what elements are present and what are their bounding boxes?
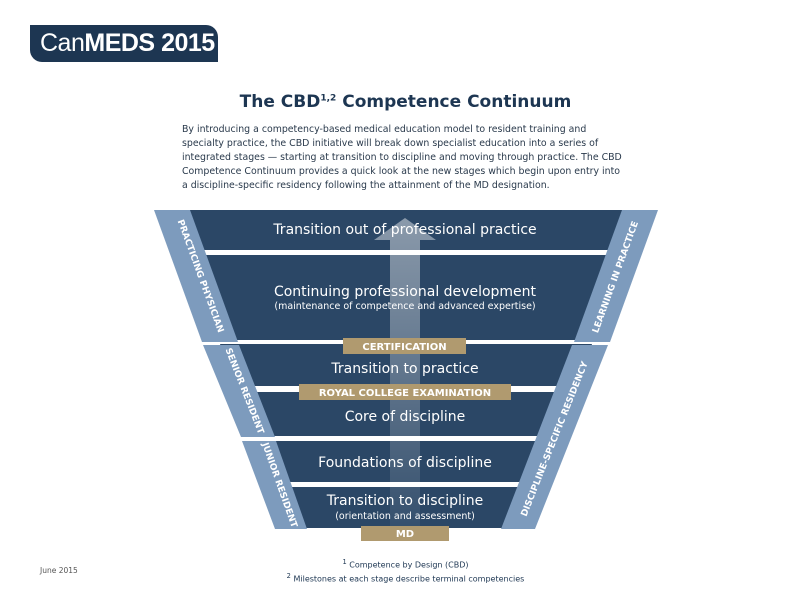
stage-cpd-subtitle: (maintenance of competence and advanced … (274, 301, 535, 312)
publication-date: June 2015 (40, 566, 78, 575)
intro-paragraph: By introducing a competency-based medica… (182, 124, 622, 191)
milestone-md: MD (396, 529, 414, 540)
footnotes: 1 Competence by Design (CBD) 2 Milestone… (0, 557, 811, 584)
stage-foundations: Foundations of discipline (318, 455, 492, 471)
logo-brand-b: MEDS (84, 29, 155, 57)
logo-brand-a: Can (40, 29, 85, 57)
footnote-2-mark: 2 (286, 571, 291, 580)
title-rest: Competence Continuum (336, 92, 572, 112)
milestone-exam-box (299, 384, 511, 400)
title-main: The CBD (239, 92, 321, 112)
stage-transition-out: Transition out of professional practice (272, 222, 536, 238)
stage-transition-discipline-subtitle: (orientation and assessment) (335, 511, 475, 522)
stage-core: Core of discipline (345, 409, 466, 425)
stage-cpd-title: Continuing professional development (274, 284, 537, 300)
footnote-2-text: Milestones at each stage describe termin… (290, 574, 525, 584)
band-practicing-physician (154, 210, 238, 342)
footnote-1-text: Competence by Design (CBD) (346, 560, 469, 570)
milestone-md-box (361, 526, 449, 541)
milestone-exam: ROYAL COLLEGE EXAMINATION (319, 388, 491, 399)
canmeds-logo: CanMEDS 2015 (30, 25, 218, 62)
progress-arrow (374, 218, 436, 528)
footnote-1-mark: 1 (342, 558, 347, 566)
logo-year: 2015 (161, 29, 215, 57)
stage-transition-practice: Transition to practice (330, 361, 478, 377)
band-junior-resident (242, 441, 307, 529)
band-learning-in-practice (574, 210, 658, 342)
stage-transition-discipline: Transition to discipline (326, 493, 483, 509)
page-title: The CBD1,2 Competence Continuum (0, 92, 811, 112)
title-superscript: 1,2 (320, 93, 337, 104)
band-discipline-residency (501, 345, 608, 529)
footnote-1: 1 Competence by Design (CBD) (0, 557, 811, 571)
milestone-certification-box (343, 338, 466, 354)
milestone-certification: CERTIFICATION (362, 342, 446, 353)
band-senior-resident (203, 345, 275, 437)
footnote-2: 2 Milestones at each stage describe term… (0, 571, 811, 585)
